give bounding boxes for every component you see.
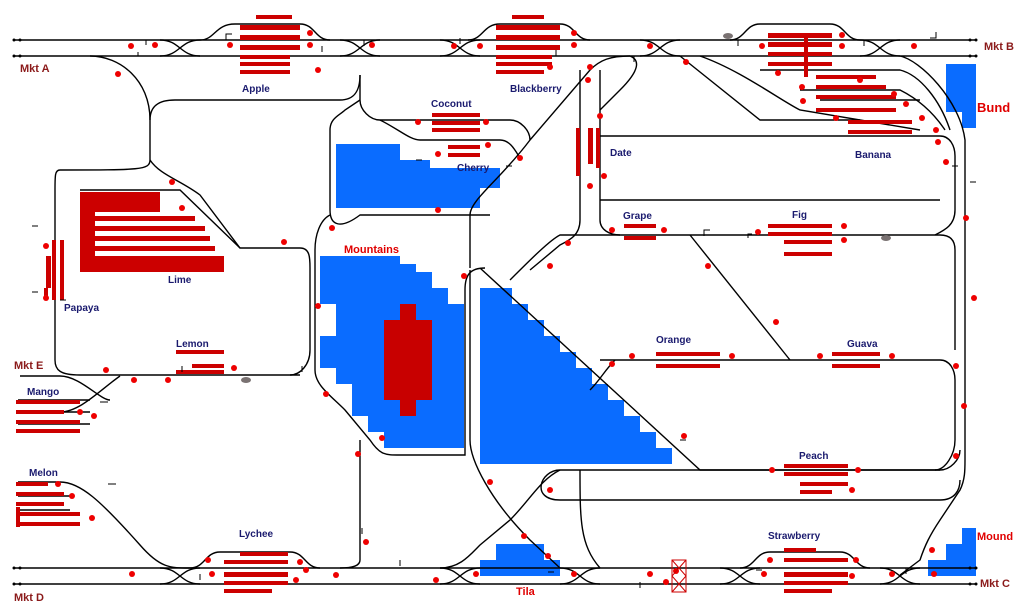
station-label-melon[interactable]: Melon xyxy=(29,468,58,479)
signal-stubs xyxy=(32,32,976,588)
market-label-e: Mkt E xyxy=(14,360,44,372)
station-label-lemon[interactable]: Lemon xyxy=(176,339,209,350)
station-label-coconut[interactable]: Coconut xyxy=(431,99,472,110)
station-label-lime[interactable]: Lime xyxy=(168,275,192,286)
station-label-banana[interactable]: Banana xyxy=(855,150,892,161)
feature-label-tila: Tila xyxy=(516,586,535,598)
triangle-lake xyxy=(480,288,672,464)
rocks xyxy=(241,33,891,383)
station-label-orange[interactable]: Orange xyxy=(656,335,692,346)
station-label-date[interactable]: Date xyxy=(610,148,632,159)
feature-label-bund: Bund xyxy=(977,100,1011,115)
station-label-lychee[interactable]: Lychee xyxy=(239,529,274,540)
station-label-cherry[interactable]: Cherry xyxy=(457,163,490,174)
station-label-grape[interactable]: Grape xyxy=(623,211,652,222)
mound-area xyxy=(928,528,976,576)
market-label-a: Mkt A xyxy=(20,63,50,75)
mountain-peak xyxy=(384,304,432,416)
line-terminals xyxy=(12,38,978,586)
station-label-peach[interactable]: Peach xyxy=(799,451,829,462)
station-label-papaya[interactable]: Papaya xyxy=(64,303,100,314)
market-label-c: Mkt C xyxy=(980,578,1010,590)
feature-label-mountains: Mountains xyxy=(344,244,399,256)
cherry-lake xyxy=(336,144,500,208)
signals[interactable] xyxy=(43,30,977,585)
market-label-d: Mkt D xyxy=(14,592,44,604)
station-label-mango[interactable]: Mango xyxy=(27,387,60,398)
station-label-fig[interactable]: Fig xyxy=(792,210,807,221)
station-label-blackberry[interactable]: Blackberry xyxy=(510,84,562,95)
station-label-guava[interactable]: Guava xyxy=(847,339,878,350)
bund-area xyxy=(946,64,976,128)
platforms xyxy=(16,15,912,593)
market-label-b: Mkt B xyxy=(984,41,1014,53)
tila-area xyxy=(480,544,560,576)
level-crossing[interactable] xyxy=(671,559,687,593)
station-label-apple[interactable]: Apple xyxy=(242,84,270,95)
station-label-strawberry[interactable]: Strawberry xyxy=(768,531,821,542)
feature-label-mound: Mound xyxy=(977,531,1014,543)
